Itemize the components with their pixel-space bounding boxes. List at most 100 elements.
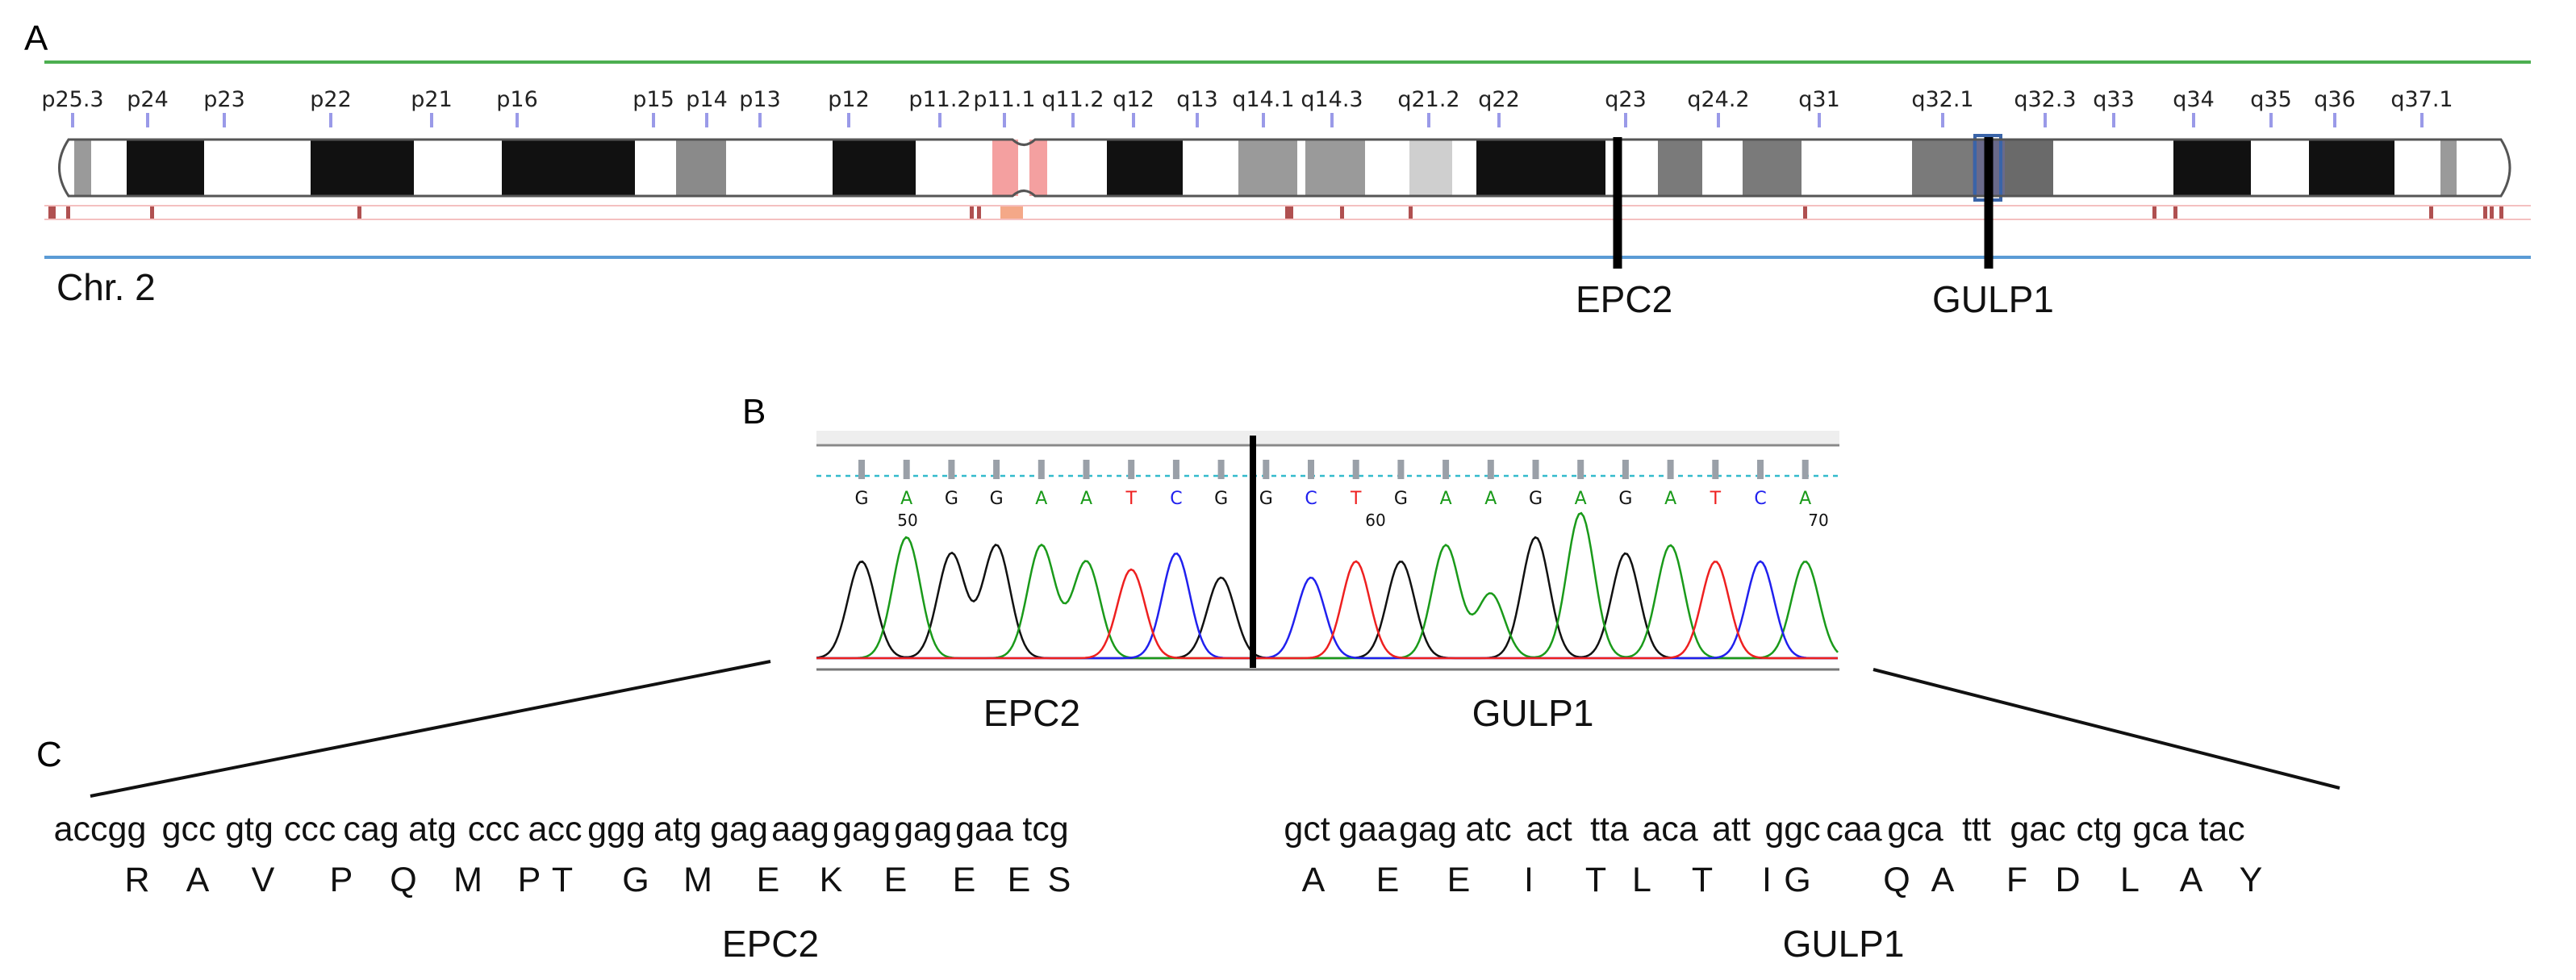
codon: ggc	[1764, 810, 1820, 849]
amino-acid: E	[1447, 861, 1471, 899]
chromosome-band	[1476, 140, 1605, 196]
amino-acid: V	[252, 861, 275, 899]
quality-bar	[1577, 460, 1584, 479]
band-label: q21.2	[1397, 87, 1459, 112]
cnv-mark	[1803, 206, 1807, 219]
band-label: q13	[1176, 87, 1218, 112]
base-call: T	[1350, 489, 1362, 509]
codon: tac	[2198, 810, 2244, 849]
base-call: A	[900, 489, 912, 509]
codon: atg	[408, 810, 457, 849]
chromosome-band	[2457, 140, 2509, 196]
chromosome-band	[2309, 140, 2394, 196]
chromosome-band	[726, 140, 833, 196]
chromosome-band	[74, 140, 91, 196]
chromosome-band	[311, 140, 414, 196]
cnv-mark	[1285, 206, 1289, 219]
chromosome-band	[1702, 140, 1743, 196]
cnv-mark	[66, 206, 70, 219]
amino-acid: A	[1302, 861, 1326, 899]
trace-curve	[816, 511, 1839, 660]
amino-acid: P	[518, 861, 541, 899]
quality-bar	[1622, 460, 1629, 479]
amino-acid: I	[1762, 861, 1772, 899]
amino-acid: Y	[2240, 861, 2263, 899]
codon: atg	[653, 810, 702, 849]
amino-acid: M	[683, 861, 712, 899]
gulp1-sequence-label: GULP1	[1783, 923, 1905, 965]
band-label: p16	[496, 87, 538, 112]
base-call: A	[1575, 489, 1587, 509]
amino-acid: E	[1008, 861, 1031, 899]
codon: gcc	[162, 810, 216, 849]
base-call: A	[1440, 489, 1452, 509]
band-label: q35	[2250, 87, 2292, 112]
chromosome-band	[1802, 140, 1912, 196]
band-label: p13	[739, 87, 781, 112]
chromosome-outline	[58, 138, 2511, 198]
base-call: G	[1214, 489, 1228, 509]
codon: att	[1712, 810, 1751, 849]
base-call: A	[1080, 489, 1092, 509]
cnv-mark	[52, 206, 56, 219]
panel-label-b: B	[742, 392, 766, 432]
base-call: G	[945, 489, 958, 509]
base-call: G	[990, 489, 1004, 509]
quality-bar	[993, 460, 1000, 479]
quality-bar	[1397, 460, 1405, 479]
chromosome-band	[676, 140, 726, 196]
amino-acid: T	[552, 861, 573, 899]
chromosome-ideogram	[44, 134, 2531, 220]
codon: gag	[710, 810, 768, 849]
chromosome-band	[502, 140, 635, 196]
chromosome-band	[992, 140, 1018, 196]
band-label: p23	[203, 87, 245, 112]
base-call: C	[1170, 489, 1182, 509]
amino-acid: T	[1585, 861, 1606, 899]
panel-label-c: C	[36, 735, 62, 774]
chromosome-band	[2053, 140, 2173, 196]
chromosome-band	[1297, 140, 1305, 196]
quality-bar	[1802, 460, 1809, 479]
quality-bar	[1263, 460, 1270, 479]
base-call: G	[1259, 489, 1273, 509]
chromosome-band	[1047, 140, 1107, 196]
band-label: p24	[127, 87, 169, 112]
cnv-mark	[1340, 206, 1344, 219]
cnv-mark	[1289, 206, 1293, 219]
cnv-mark	[2483, 206, 2487, 219]
chromosome-band	[2005, 140, 2053, 196]
amino-acid: A	[2180, 861, 2203, 899]
codon: tta	[1590, 810, 1629, 849]
chromosome-band	[2440, 140, 2457, 196]
codon: accgg	[54, 810, 147, 849]
band-label: p21	[411, 87, 453, 112]
quality-bar	[903, 460, 910, 479]
quality-bar	[858, 460, 865, 479]
chromosome-band	[1658, 140, 1702, 196]
chromosome-name: Chr. 2	[56, 266, 156, 308]
chromosome-band	[1305, 140, 1365, 196]
codon: act	[1526, 810, 1572, 849]
codon: gca	[2132, 810, 2188, 849]
amino-acid: E	[1376, 861, 1400, 899]
codon: tcg	[1022, 810, 1068, 849]
band-label: q11.2	[1042, 87, 1104, 112]
chromosome-band	[1183, 140, 1238, 196]
base-call: C	[1754, 489, 1766, 509]
cnv-mark	[48, 206, 52, 219]
trace-left-gene: EPC2	[983, 692, 1080, 734]
cnv-mark	[2173, 206, 2177, 219]
cnv-mark	[2490, 206, 2494, 219]
base-call: G	[1618, 489, 1632, 509]
amino-acid: A	[1931, 861, 1955, 899]
codon: gac	[2010, 810, 2065, 849]
band-label: q22	[1478, 87, 1520, 112]
chromosome-band	[2251, 140, 2309, 196]
base-call: A	[1035, 489, 1047, 509]
cnv-mark	[357, 206, 361, 219]
